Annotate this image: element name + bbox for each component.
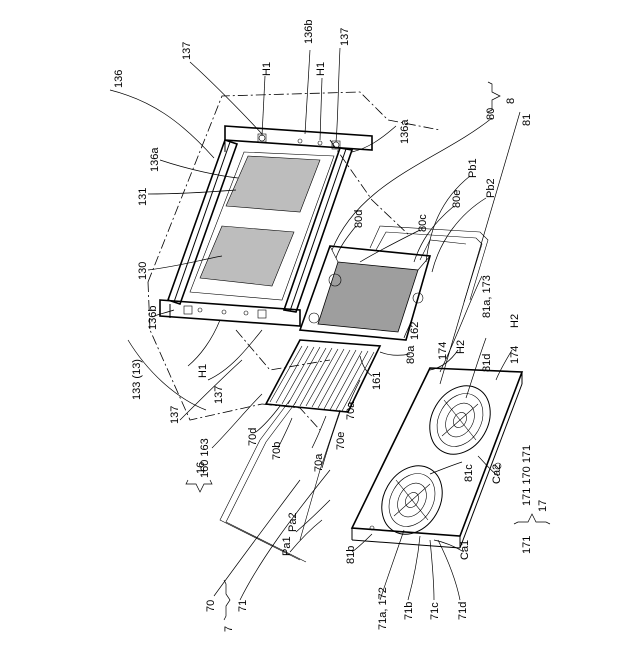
label-136: 136 [113,70,125,88]
label-137-left2: 137 [169,406,181,424]
label-174-a: 174 [437,342,449,360]
label-160-163: 160 163 [199,438,211,478]
label-71-bottom: 71 [237,600,249,612]
label-171-170-171: 171 170 171 [521,445,533,506]
label-81: 81 [521,114,533,126]
label-h2-a: H2 [509,314,521,328]
label-70a-mid: 70a [313,453,325,472]
label-ca2: Ca2 [491,464,503,484]
label-137-top: 137 [181,42,193,60]
label-133: 133 (13) [131,359,143,400]
label-h1-b: H1 [315,62,327,76]
label-161: 161 [371,372,383,390]
label-pa2: Pa2 [287,512,299,532]
label-71d: 71d [457,602,469,620]
label-ca1: Ca1 [459,540,471,560]
fan-box-17 [352,368,522,548]
label-80c: 80c [417,214,429,232]
label-137-top2: 137 [339,28,351,46]
label-70b: 70b [271,442,283,460]
label-81d: 81d [481,354,493,372]
label-70d: 70d [247,428,259,446]
label-80d: 80d [353,210,365,228]
label-136b-top: 136b [303,20,315,44]
fan-lower [370,455,454,545]
label-81b: 81b [345,546,357,564]
label-136a-right: 136a [399,119,411,144]
label-70a-top: 70a [345,401,357,420]
label-171-bottom: 171 [521,536,533,554]
label-17: 17 [537,500,549,512]
label-80a: 80a [405,345,417,364]
fan-upper [418,375,502,465]
coil-fins [270,346,374,411]
label-174-b: 174 [509,346,521,364]
label-80: 80 [485,108,497,120]
label-81c: 81c [463,464,475,482]
housing-outline [148,92,440,430]
label-71a-172: 71a, 172 [377,587,389,630]
label-71c: 71c [429,602,441,620]
label-81a-173: 81a, 173 [481,275,493,318]
label-h2-b: H2 [455,340,467,354]
label-80e: 80e [451,190,463,208]
label-70-bottom: 70 [205,600,217,612]
label-pb2: Pb2 [485,178,497,198]
label-h1-a: H1 [261,62,273,76]
label-pa1: Pa1 [281,536,293,556]
label-8: 8 [505,98,517,104]
leader-lines [110,48,520,600]
label-71b: 71b [403,602,415,620]
label-131: 131 [137,188,149,206]
label-162: 162 [409,322,421,340]
label-137-left1: 137 [213,386,225,404]
label-130: 130 [137,262,149,280]
label-70e: 70e [335,432,347,450]
reference-labels: 136 137 H1 136b H1 137 136a 136a 131 130… [113,20,549,632]
label-136b-bottom: 136b [147,306,159,330]
label-h1-left: H1 [197,364,209,378]
label-7: 7 [223,626,235,632]
label-pb1: Pb1 [467,158,479,178]
label-136a-left: 136a [149,147,161,172]
